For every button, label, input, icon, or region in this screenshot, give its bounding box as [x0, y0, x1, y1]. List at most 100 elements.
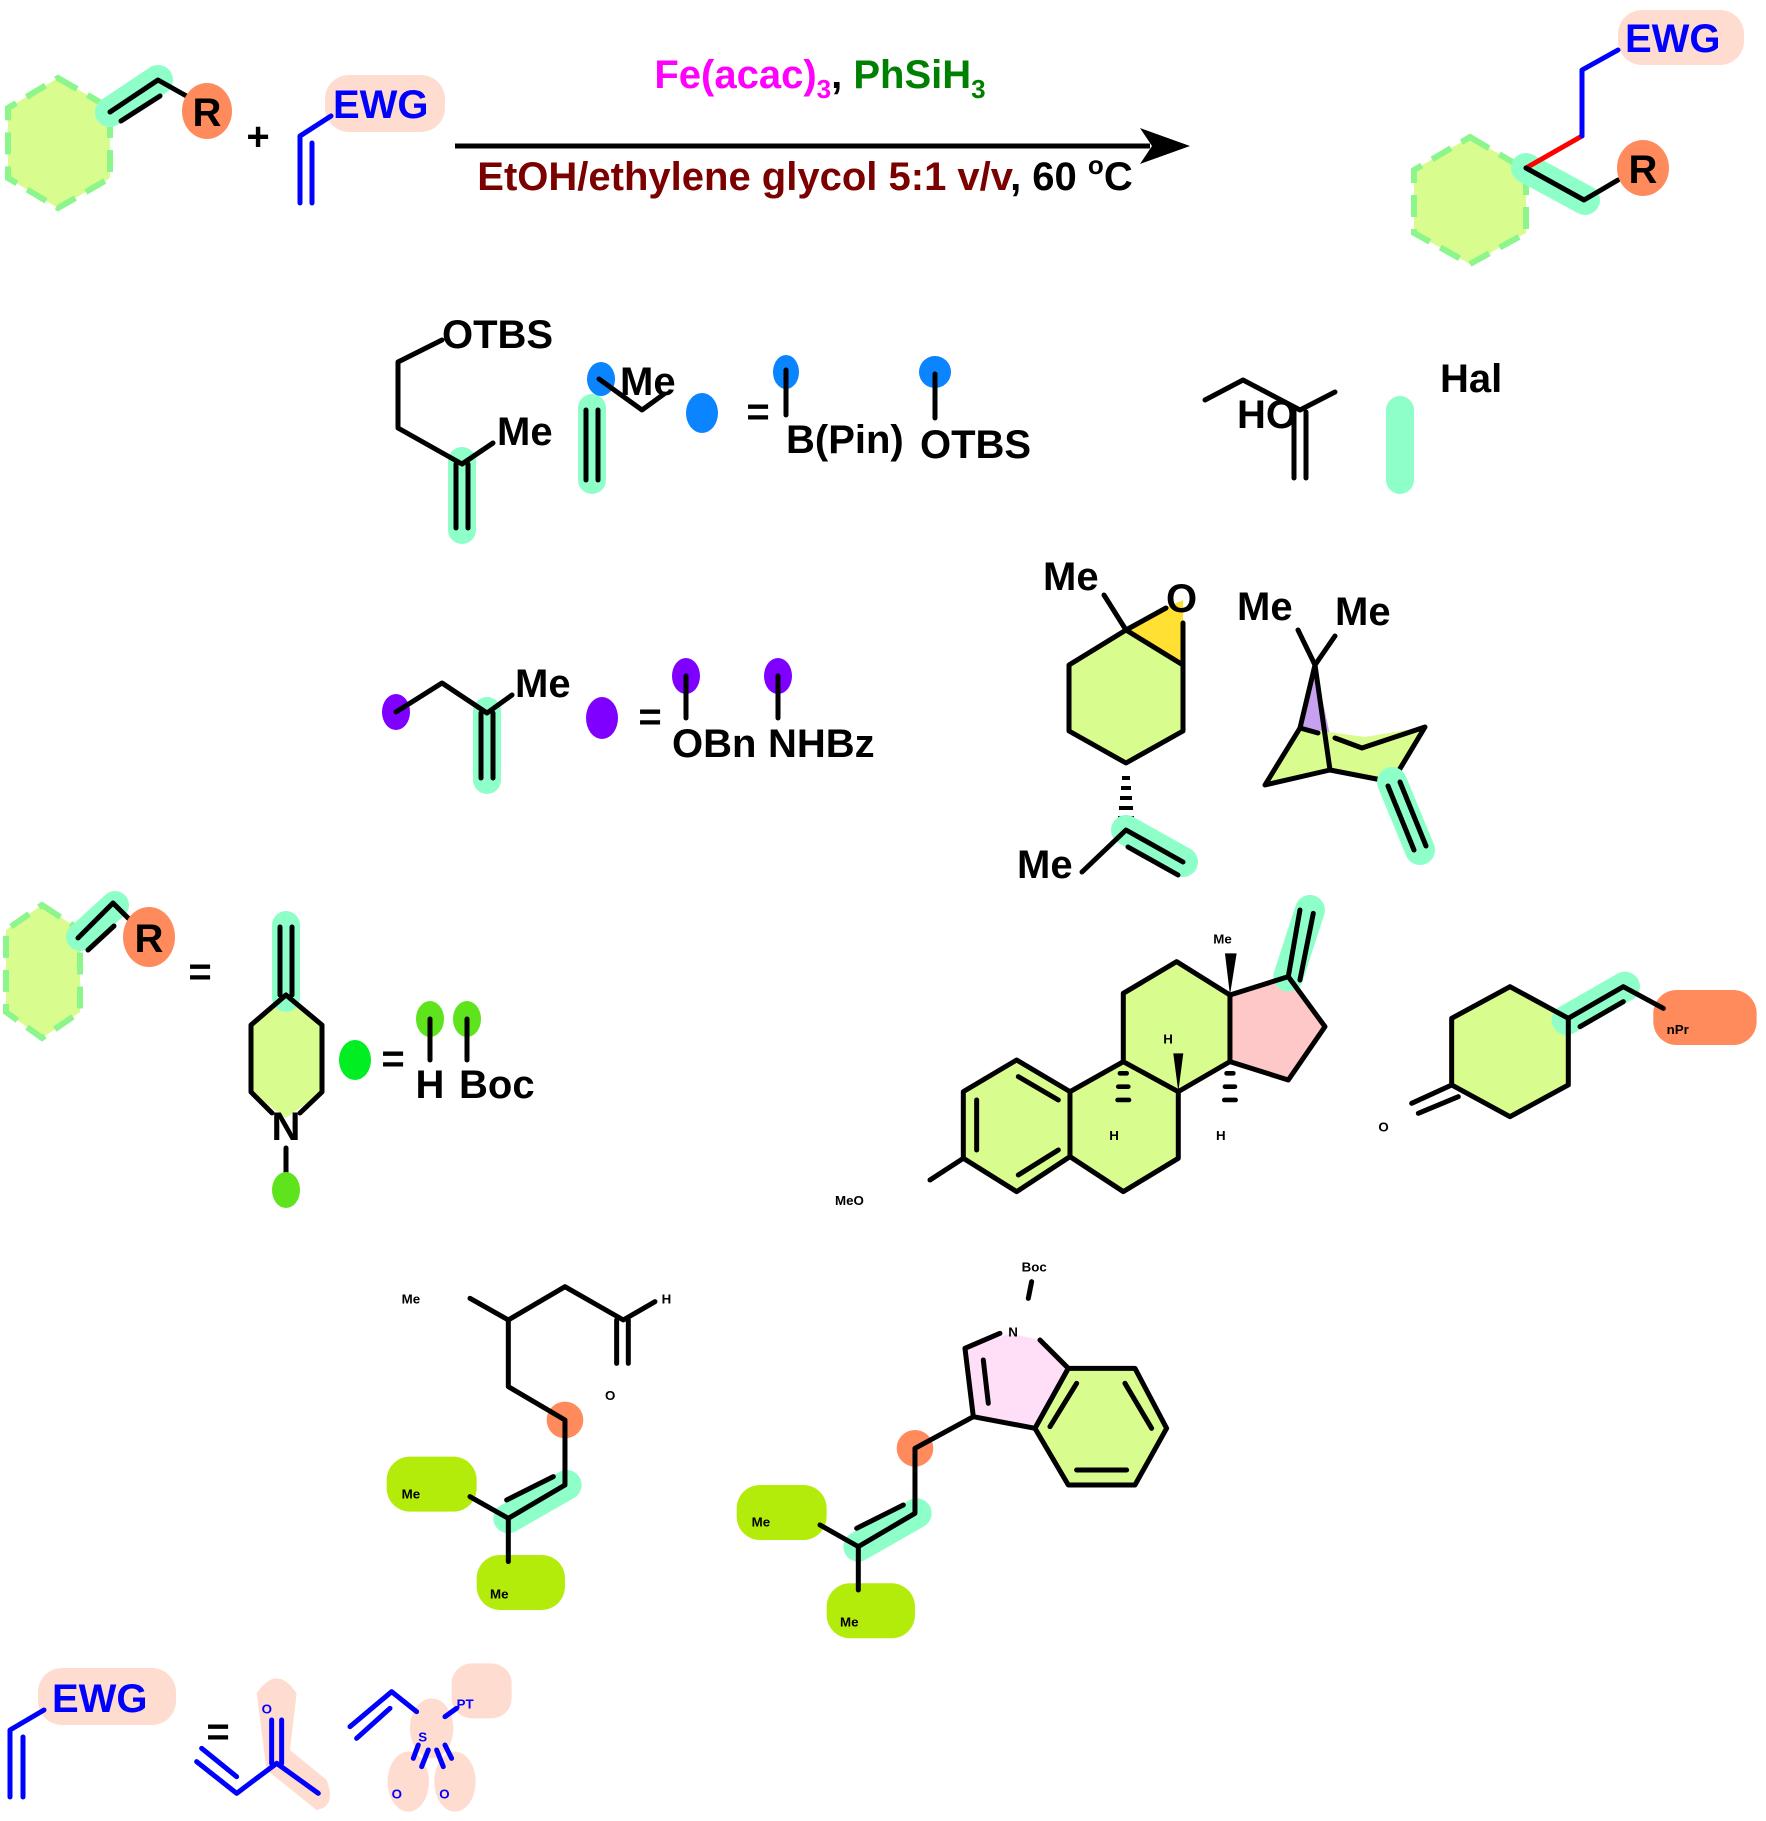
ring-d-fill — [1229, 976, 1325, 1080]
catalyst-text: Fe(acac) — [654, 53, 816, 97]
substrate-otbs-alkene: OTBS Me — [395, 313, 553, 544]
substrate-limonene-oxide: Me O Me — [1017, 555, 1198, 887]
n-label: N — [272, 1105, 301, 1149]
ring-fill — [1069, 630, 1183, 763]
silane-subscript: 3 — [971, 74, 985, 104]
me-label: Me — [620, 360, 676, 404]
me2-label: Me — [1017, 843, 1073, 887]
npr-label: nPr — [1667, 1022, 1689, 1037]
nhbz-label: NHBz — [768, 722, 875, 766]
ring-bonds-b — [1332, 724, 1428, 785]
skeleton-bonds — [596, 376, 667, 413]
me-label: Me — [402, 1291, 421, 1306]
conditions-line: EtOH/ethylene glycol 5:1 v/v, 60 oC — [477, 150, 1132, 199]
otbs-option-label: OTBS — [920, 423, 1031, 467]
purple-option-obn: OBn — [672, 658, 756, 766]
h-wedge — [1173, 1053, 1184, 1092]
h-label: H — [662, 1291, 672, 1306]
temperature-text: , 60 — [1010, 155, 1088, 199]
o1-highlight — [387, 1751, 429, 1812]
ewg-highlight — [325, 75, 445, 132]
ewg-alkene-bond — [297, 113, 334, 206]
me-label: Me — [1213, 931, 1232, 946]
ho-label: HO — [1237, 393, 1297, 437]
ewg-vinyl-sulfone: S PT O O — [347, 1663, 512, 1812]
h-right-label: H — [1216, 1128, 1226, 1143]
blue-dot-legend — [686, 393, 718, 433]
substrate-indole: Boc N Me Me — [736, 1260, 1170, 1639]
citronellal-bonds — [467, 1284, 658, 1565]
o-label: O — [262, 1701, 272, 1716]
ewg-label: EWG — [52, 1677, 148, 1721]
skeleton-bonds — [395, 337, 496, 467]
product-r-label: R — [1629, 148, 1658, 192]
h-left-label: H — [1109, 1128, 1119, 1143]
product: R EWG — [1411, 10, 1744, 268]
me-label: Me — [1043, 555, 1099, 599]
reactant-alkene: R — [5, 65, 232, 212]
purple-option-nhbz: NHBz — [764, 658, 875, 766]
ketone-highlight — [256, 1678, 330, 1810]
me-label: Me — [515, 662, 571, 706]
equals-sign: = — [206, 1710, 229, 1754]
equals-sign: = — [188, 950, 211, 994]
sulfone-bonds — [347, 1689, 460, 1770]
pt-label: PT — [457, 1696, 474, 1711]
double-line-a — [1385, 783, 1417, 853]
methyl-bond — [1101, 592, 1129, 633]
r-label: R — [135, 917, 164, 961]
obn-label: OBn — [672, 722, 756, 766]
substrate-purple-dot-alkene: Me — [382, 662, 571, 794]
o2-label: O — [439, 1786, 449, 1801]
ring-bonds-a — [1262, 725, 1395, 788]
alkene-bond — [75, 900, 138, 941]
mvk-bonds — [194, 1717, 321, 1796]
plus-sign: + — [246, 115, 269, 159]
hashed-wedges — [1115, 1070, 1238, 1103]
product-ring — [1411, 133, 1529, 268]
r-label: R — [193, 91, 222, 135]
n-label: N — [1008, 1325, 1018, 1340]
ring-bonds — [248, 992, 325, 1116]
reactant-ewg-alkene: EWG — [297, 75, 445, 206]
steroid-bonds — [927, 907, 1328, 1195]
o-label: O — [605, 1388, 615, 1403]
ring-b-fill — [1069, 1061, 1179, 1192]
product-ewg-chain — [1579, 47, 1621, 139]
o-label: O — [1166, 577, 1197, 621]
green-dot — [272, 1172, 300, 1208]
reaction-arrow — [455, 128, 1190, 164]
pyrrole-fill — [966, 1333, 1069, 1429]
substrate-cyclohexanone-alkene: O nPr — [1378, 971, 1757, 1135]
green-dot-legend — [339, 1040, 371, 1080]
methyl-bond-a — [1295, 627, 1318, 668]
new-cc-bond — [1523, 133, 1585, 171]
substrate-steroid: Me H H H MeO — [835, 894, 1328, 1208]
r-group-circle — [123, 907, 175, 967]
blue-option-bpin: B(Pin) — [773, 355, 904, 462]
hashed-wedge — [1118, 776, 1134, 820]
skeleton-bonds — [393, 680, 515, 716]
me2-highlight — [476, 1554, 565, 1610]
product-r-circle — [1617, 140, 1669, 196]
ring-fill — [251, 995, 322, 1118]
silane-text: PhSiH — [853, 53, 971, 97]
double-bond-line — [118, 93, 163, 124]
h-label: H — [416, 1063, 445, 1107]
me1-highlight — [386, 1456, 477, 1512]
solvent-text: EtOH/ethylene glycol 5:1 v/v — [477, 155, 1013, 199]
substrate-blue-dot-alkene: Me — [578, 360, 676, 494]
epoxide-bond-a — [1123, 605, 1169, 633]
me1-label: Me — [402, 1486, 421, 1501]
me2-highlight — [826, 1583, 915, 1639]
ewg-alkene-bond — [7, 1707, 47, 1800]
blue-option-otbs: OTBS — [919, 356, 1031, 467]
temperature-unit: C — [1104, 155, 1133, 199]
generic-ring — [2, 901, 83, 1042]
meo-label: MeO — [835, 1193, 864, 1208]
product-ewg-highlight — [1618, 10, 1744, 65]
o1-label: O — [392, 1786, 402, 1801]
boc-label: Boc — [459, 1063, 535, 1107]
ketone-bonds — [1409, 984, 1666, 1120]
green-option-boc: Boc — [453, 1001, 535, 1107]
